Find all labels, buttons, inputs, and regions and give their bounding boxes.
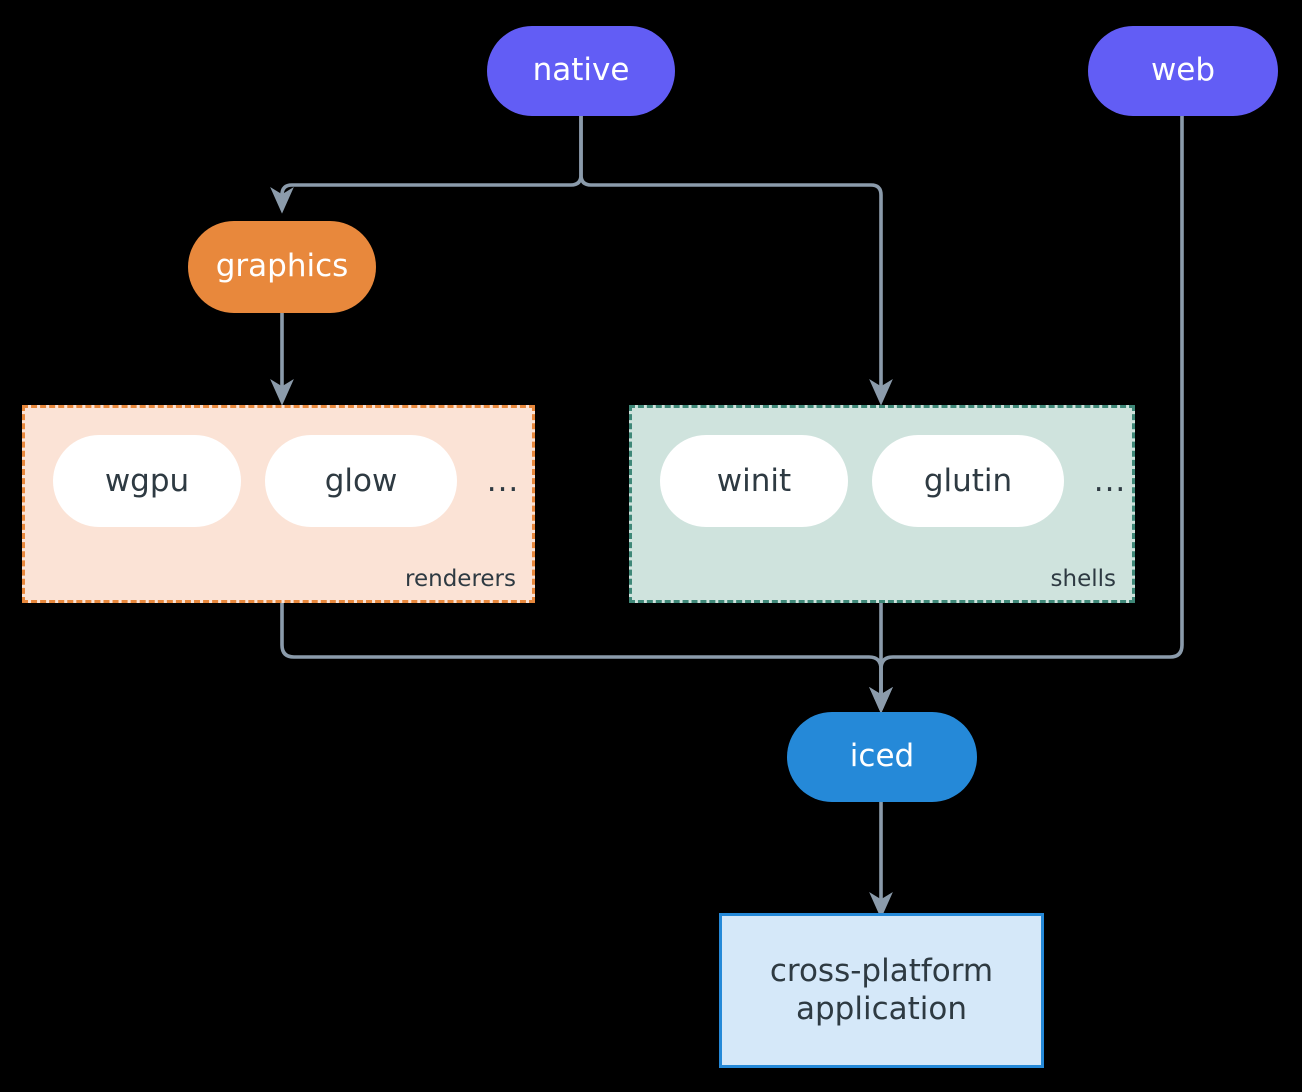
shells-overflow-label: ... [1093,463,1127,499]
group-renderers-label: renderers [405,566,516,592]
group-shells-label: shells [1050,566,1116,592]
node-application[interactable]: cross-platform application [719,913,1044,1068]
renderers-overflow-ellipsis: ... [477,435,529,527]
group-shells: winit glutin ... shells [629,405,1135,603]
leaf-winit-label: winit [716,463,792,499]
edge-native-to-shells [579,113,893,406]
node-web-label: web [1150,52,1216,89]
leaf-glutin-label: glutin [923,463,1013,499]
leaf-wgpu-label: wgpu [104,463,190,499]
edge-renderers-to-iced [280,600,893,714]
node-web[interactable]: web [1088,26,1278,116]
node-native-label: native [532,52,630,89]
renderers-overflow-label: ... [486,463,520,499]
edge-native-to-graphics [270,113,583,214]
leaf-glutin[interactable]: glutin [872,435,1064,527]
node-graphics[interactable]: graphics [188,221,376,313]
leaf-winit[interactable]: winit [660,435,848,527]
node-application-label-line1: cross-platform [769,952,994,989]
node-graphics-label: graphics [215,248,349,285]
shells-overflow-ellipsis: ... [1084,435,1136,527]
leaf-wgpu[interactable]: wgpu [53,435,241,527]
node-native[interactable]: native [487,26,675,116]
group-renderers: wgpu glow ... renderers [22,405,535,603]
leaf-glow-label: glow [324,463,398,499]
node-iced-label: iced [849,738,915,775]
leaf-glow[interactable]: glow [265,435,457,527]
node-application-label-line2: application [796,990,967,1027]
node-iced[interactable]: iced [787,712,977,802]
